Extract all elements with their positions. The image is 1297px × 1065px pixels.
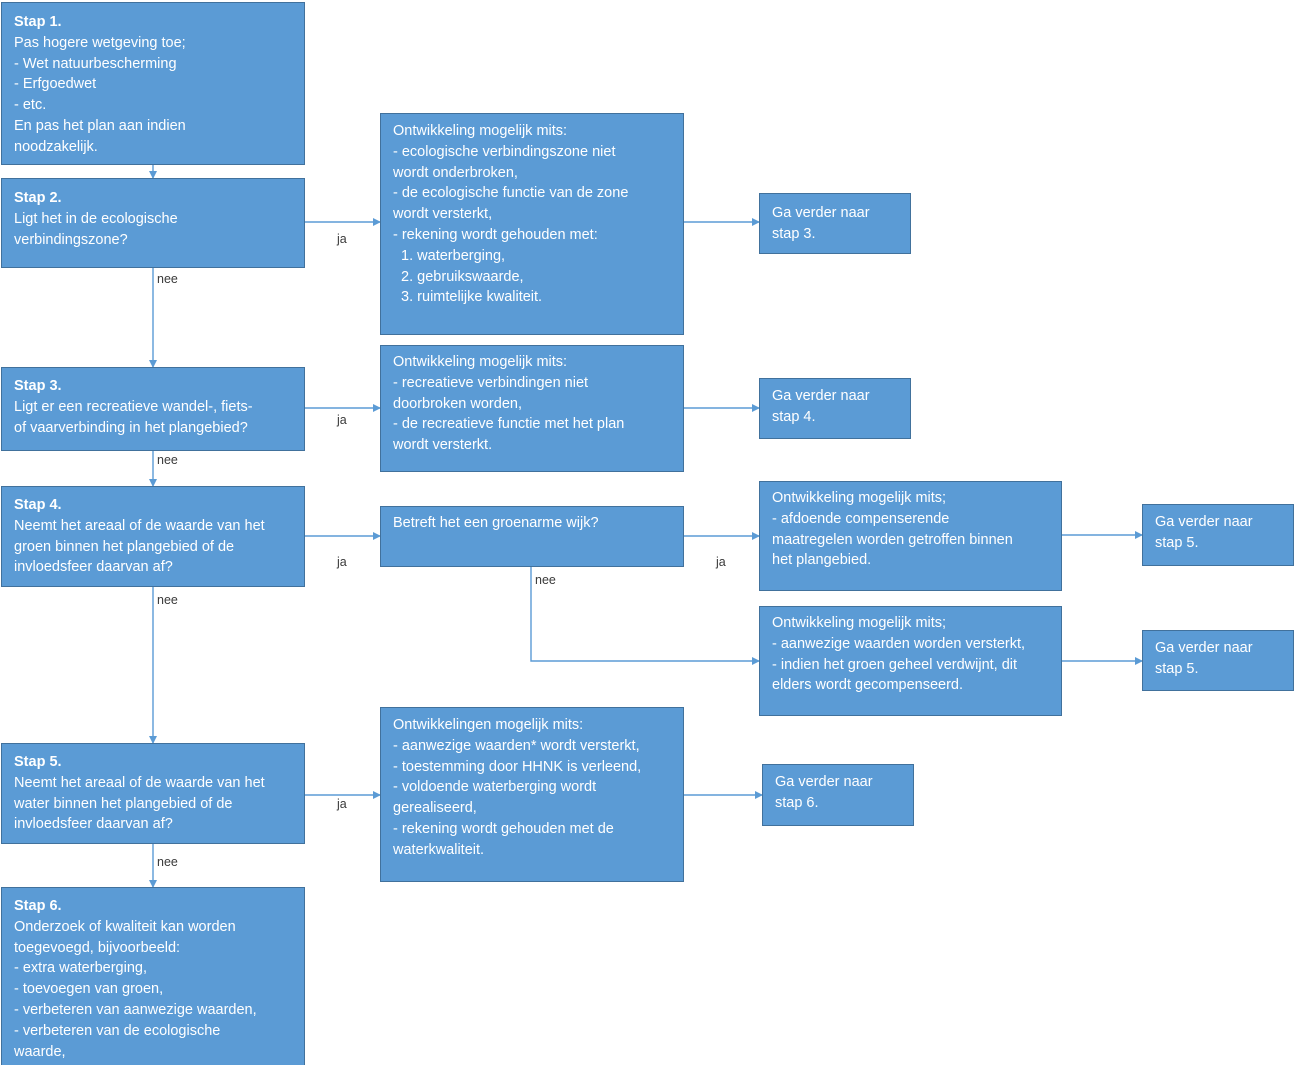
step-6-line: waarde, (14, 1043, 66, 1060)
step-1-title: Stap 1. (14, 14, 62, 30)
condition-line: - voldoende waterberging wordt (393, 779, 597, 796)
step-5-box: Stap 5. Neemt het areaal of de waarde va… (1, 743, 305, 844)
condition-line: 3. ruimtelijke kwaliteit. (393, 289, 543, 306)
next-line: Ga verder naar (772, 205, 870, 221)
condition-line: maatregelen worden getroffen binnen (772, 531, 1013, 548)
next-step-4-box: Ga verder naar stap 4. (759, 378, 911, 439)
condition-line: Ontwikkeling mogelijk mits; (772, 490, 947, 506)
next-step-3-box: Ga verder naar stap 3. (759, 193, 911, 254)
condition-line: gerealiseerd, (393, 800, 477, 817)
label-nee-stap4: nee (157, 593, 178, 607)
condition-line: - ecologische verbindingszone niet (393, 143, 616, 160)
condition-line: - indien het groen geheel verdwijnt, dit (772, 656, 1018, 673)
condition-line: - afdoende compenserende (772, 510, 950, 527)
step-5-line: invloedsfeer daarvan af? (14, 816, 173, 833)
condition-line: - recreatieve verbindingen niet (393, 374, 589, 391)
next-step-5b-box: Ga verder naar stap 5. (1142, 630, 1294, 691)
condition-line: - toestemming door HHNK is verleend, (393, 758, 642, 775)
next-line: Ga verder naar (1155, 514, 1253, 530)
next-line: Ga verder naar (1155, 640, 1253, 656)
step-1-line: - etc. (14, 97, 47, 114)
condition-line: Ontwikkelingen mogelijk mits: (393, 717, 584, 733)
condition-line: - aanwezige waarden* wordt versterkt, (393, 737, 640, 754)
label-ja-stap5: ja (337, 797, 347, 811)
step-5-line: Neemt het areaal of de waarde van het (14, 774, 265, 791)
step-1-line: En pas het plan aan indien (14, 117, 186, 134)
step-6-title: Stap 6. (14, 898, 62, 914)
condition-groen-ja-box: Ontwikkeling mogelijk mits; - afdoende c… (759, 481, 1062, 591)
condition-line: - aanwezige waarden worden versterkt, (772, 635, 1026, 652)
next-line: stap 3. (772, 225, 816, 242)
condition-groen-nee-box: Ontwikkeling mogelijk mits; - aanwezige … (759, 606, 1062, 716)
step-4-box: Stap 4. Neemt het areaal of de waarde va… (1, 486, 305, 587)
step-6-line: - verbeteren van de ecologische (14, 1022, 221, 1039)
next-step-6-box: Ga verder naar stap 6. (762, 764, 914, 826)
step-4-line: invloedsfeer daarvan af? (14, 559, 173, 576)
step-4-line: Neemt het areaal of de waarde van het (14, 517, 265, 534)
condition-line: Ontwikkeling mogelijk mits; (772, 615, 947, 631)
step-1-line: - Wet natuurbescherming (14, 55, 177, 72)
next-line: Ga verder naar (772, 388, 870, 404)
next-line: Ga verder naar (775, 774, 873, 790)
step-6-line: Onderzoek of kwaliteit kan worden (14, 918, 236, 935)
step-1-line: Pas hogere wetgeving toe; (14, 34, 186, 51)
label-nee-groenarm: nee (535, 573, 556, 587)
step-6-line: toegevoegd, bijvoorbeeld: (14, 939, 181, 956)
label-nee-stap5: nee (157, 855, 178, 869)
step-5-line: water binnen het plangebied of de (14, 795, 233, 812)
step-4-line: groen binnen het plangebied of de (14, 538, 235, 555)
condition-line: wordt versterkt. (393, 437, 493, 454)
step-2-box: Stap 2. Ligt het in de ecologische verbi… (1, 178, 305, 268)
arrow-groenarm-groennee-nee (530, 566, 760, 665)
label-ja-stap3: ja (337, 413, 347, 427)
step-2-line: Ligt het in de ecologische (14, 210, 178, 227)
step-3-line: Ligt er een recreatieve wandel-, fiets- (14, 398, 253, 415)
condition-line: wordt versterkt, (393, 206, 493, 223)
step-2-title: Stap 2. (14, 190, 62, 206)
condition-line: - de ecologische functie van de zone (393, 185, 629, 202)
condition-line: elders wordt gecompenseerd. (772, 677, 964, 694)
next-line: stap 5. (1155, 660, 1199, 677)
label-nee-stap3: nee (157, 453, 178, 467)
label-nee-stap2: nee (157, 272, 178, 286)
step-5-title: Stap 5. (14, 754, 62, 770)
condition-rec-box: Ontwikkeling mogelijk mits: - recreatiev… (380, 345, 684, 472)
condition-line: - rekening wordt gehouden met de (393, 820, 614, 837)
step-4-title: Stap 4. (14, 497, 62, 513)
step-1-line: noodzakelijk. (14, 138, 98, 155)
next-line: stap 4. (772, 408, 816, 425)
condition-line: wordt onderbroken, (393, 164, 518, 181)
next-line: stap 6. (775, 794, 819, 811)
condition-line: Ontwikkeling mogelijk mits: (393, 123, 568, 139)
step-2-line: verbindingszone? (14, 231, 128, 248)
condition-water-box: Ontwikkelingen mogelijk mits: - aanwezig… (380, 707, 684, 882)
label-ja-stap4: ja (337, 555, 347, 569)
groenarm-question-box: Betreft het een groenarme wijk? (380, 506, 684, 567)
step-6-line: - verbeteren van aanwezige waarden, (14, 1001, 257, 1018)
next-line: stap 5. (1155, 534, 1199, 551)
condition-eco-box: Ontwikkeling mogelijk mits: - ecologisch… (380, 113, 684, 335)
condition-line: doorbroken worden, (393, 395, 522, 412)
step-3-title: Stap 3. (14, 378, 62, 394)
condition-line: - rekening wordt gehouden met: (393, 226, 598, 243)
label-ja-stap2: ja (337, 232, 347, 246)
condition-line: Ontwikkeling mogelijk mits: (393, 354, 568, 370)
next-step-5a-box: Ga verder naar stap 5. (1142, 504, 1294, 566)
step-1-line: - Erfgoedwet (14, 76, 97, 93)
condition-line: het plangebied. (772, 552, 872, 569)
step-3-box: Stap 3. Ligt er een recreatieve wandel-,… (1, 367, 305, 451)
step-6-line: - toevoegen van groen, (14, 981, 164, 998)
step-1-box: Stap 1. Pas hogere wetgeving toe; - Wet … (1, 2, 305, 165)
question-line: Betreft het een groenarme wijk? (393, 515, 599, 531)
condition-line: - de recreatieve functie met het plan (393, 416, 625, 433)
step-6-line: - extra waterberging, (14, 960, 147, 977)
label-ja-groenarm: ja (716, 555, 726, 569)
step-6-box: Stap 6. Onderzoek of kwaliteit kan worde… (1, 887, 305, 1065)
condition-line: 2. gebruikswaarde, (393, 268, 524, 285)
step-3-line: of vaarverbinding in het plangebied? (14, 419, 248, 436)
condition-line: waterkwaliteit. (393, 841, 485, 858)
condition-line: 1. waterberging, (393, 247, 506, 264)
